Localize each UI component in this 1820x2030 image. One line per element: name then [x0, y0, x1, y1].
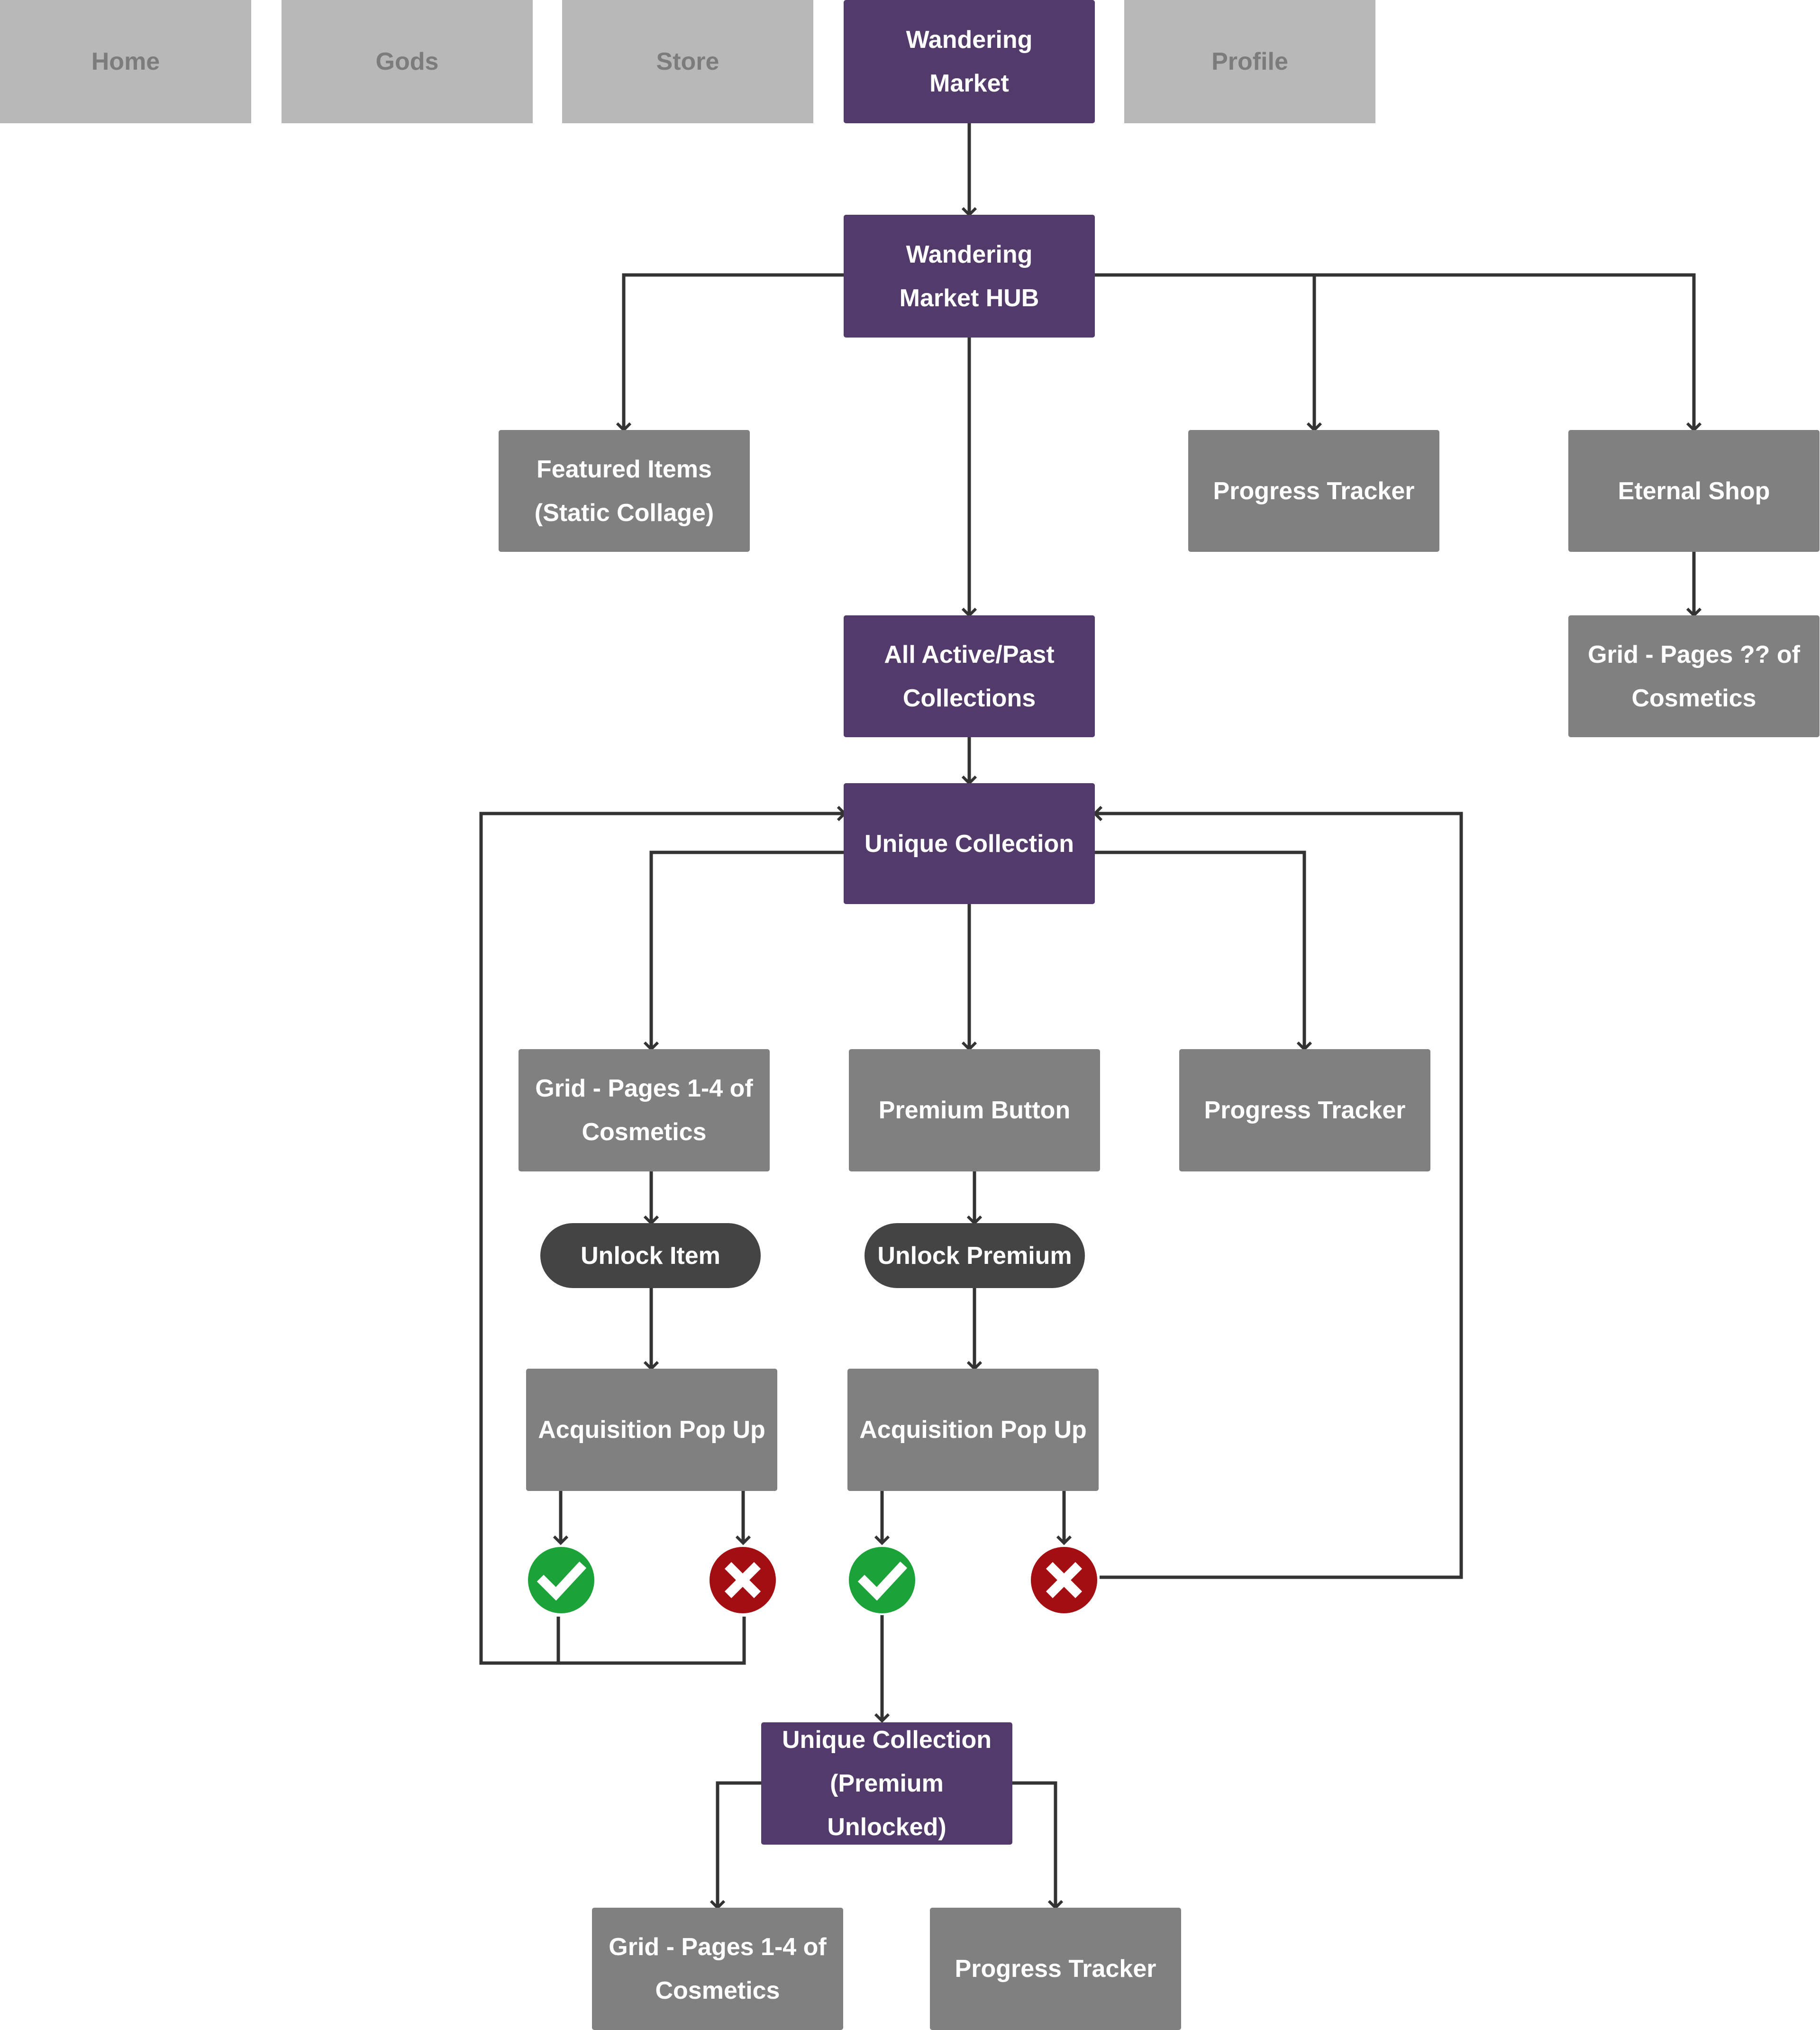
- node-featured-items: Featured Items (Static Collage): [499, 430, 750, 552]
- edge-right-failure-loop: [1092, 805, 1463, 1579]
- node-unique-collection-premium: Unique Collection (Premium Unlocked): [761, 1722, 1012, 1845]
- node-all-collections: All Active/Past Collections: [844, 615, 1095, 737]
- node-premium-button: Premium Button: [849, 1049, 1100, 1171]
- nav-tab-gods[interactable]: Gods: [282, 0, 533, 123]
- edge-premium-unlocked-to-grid: [710, 1781, 761, 1910]
- nav-tab-home[interactable]: Home: [0, 0, 251, 123]
- x-circle-icon: [1029, 1545, 1099, 1615]
- node-unique-collection: Unique Collection: [844, 783, 1095, 904]
- edge-hub-to-featured: [616, 273, 844, 432]
- node-acquisition-popup-left: Acquisition Pop Up: [526, 1369, 777, 1491]
- check-circle-icon: [847, 1545, 917, 1615]
- node-progress-tracker-top: Progress Tracker: [1188, 430, 1439, 552]
- edge-premium-unlocked-to-progress: [1012, 1781, 1064, 1910]
- nav-tab-store[interactable]: Store: [562, 0, 813, 123]
- node-wandering-market-hub: Wandering Market HUB: [844, 215, 1095, 338]
- edge-hub-to-progress: [1095, 273, 1322, 432]
- edge-left-failure-join: [558, 1617, 746, 1665]
- check-circle-icon: [526, 1545, 596, 1615]
- node-unlock-item: Unlock Item: [540, 1223, 761, 1288]
- node-eternal-shop: Eternal Shop: [1568, 430, 1820, 552]
- node-unlock-premium: Unlock Premium: [864, 1223, 1085, 1288]
- node-grid-pages-cosmetics-bottom: Grid - Pages 1-4 of Cosmetics: [592, 1908, 843, 2030]
- x-circle-icon: [708, 1545, 778, 1615]
- node-grid-pages-cosmetics: Grid - Pages 1-4 of Cosmetics: [519, 1049, 770, 1171]
- node-progress-tracker-bottom: Progress Tracker: [930, 1908, 1181, 2030]
- node-grid-eternal-cosmetics: Grid - Pages ?? of Cosmetics: [1568, 615, 1820, 737]
- edge-unique-to-progress: [1095, 850, 1312, 1052]
- edge-unique-to-grid: [643, 850, 844, 1052]
- node-progress-tracker-mid: Progress Tracker: [1179, 1049, 1430, 1171]
- node-acquisition-popup-right: Acquisition Pop Up: [847, 1369, 1099, 1491]
- edge-left-results-loop: [479, 805, 847, 1665]
- nav-tab-wandering-market[interactable]: Wandering Market: [844, 0, 1095, 123]
- edge-hub-to-eternal: [1314, 273, 1702, 432]
- nav-tab-profile[interactable]: Profile: [1124, 0, 1375, 123]
